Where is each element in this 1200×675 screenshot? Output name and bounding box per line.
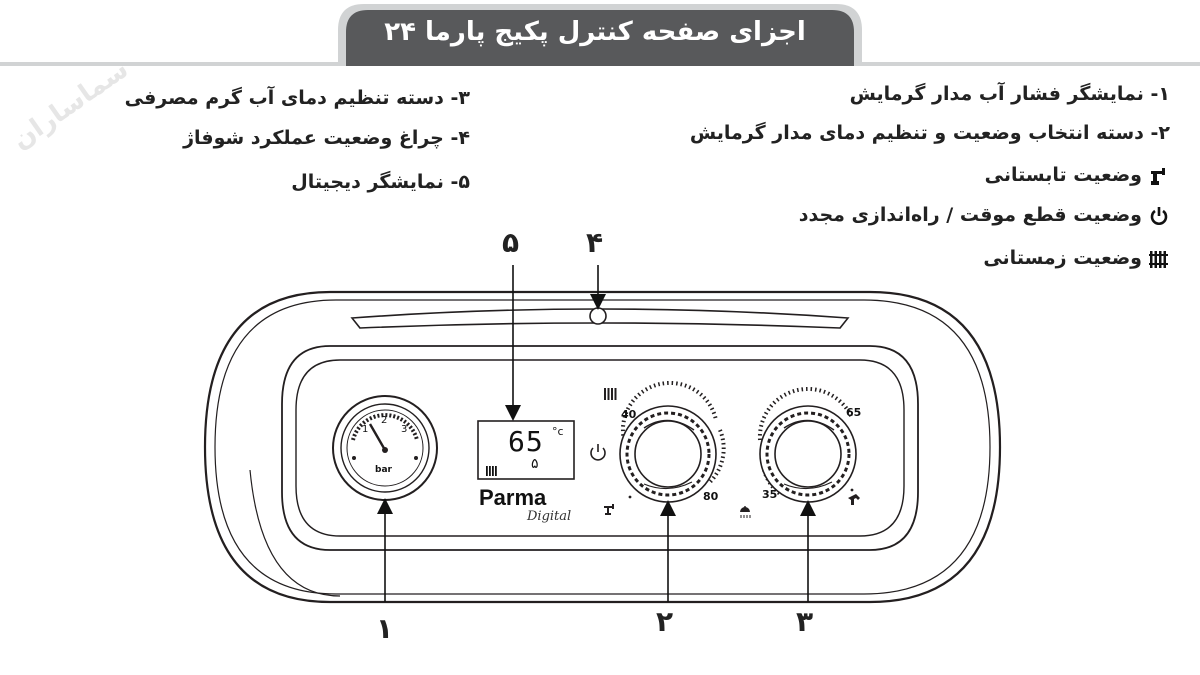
gauge-tick-2: 2	[381, 415, 387, 426]
legend-item-summer-mode: وضعیت تابستانی	[985, 163, 1170, 187]
heating-knob-min: 40	[621, 408, 637, 421]
status-lamp	[589, 307, 607, 325]
dhw-knob: 65 35	[757, 386, 861, 503]
display-unit: °c	[552, 425, 564, 438]
legend-item-status-lamp: ۴- چراغ وضعیت عملکرد شوفاژ	[183, 127, 470, 149]
panel-dot	[628, 495, 632, 499]
gauge-needle	[368, 423, 387, 451]
legend-item-digital-display: ۵- نمایشگر دیجیتال	[291, 171, 470, 193]
gauge-tick-3: 3	[401, 424, 407, 435]
callout-number-2: ۲	[656, 605, 674, 638]
panel-shower-icon	[740, 506, 751, 518]
gauge-tick-1: 1	[362, 424, 368, 435]
heating-knob: 40 80	[619, 380, 726, 503]
faucet-icon	[1148, 165, 1170, 187]
panel-outer-shell-inner	[214, 299, 991, 595]
panel-faucet-icon	[604, 504, 614, 515]
page-title: اجزای صفحه کنترل پکیج پارما ۲۴	[384, 17, 806, 47]
pressure-gauge: 1 2 3 bar	[332, 395, 438, 501]
legend-item-pressure-gauge: ۱- نمایشگر فشار آب مدار گرمایش	[849, 83, 1170, 105]
panel-tap-icon	[848, 494, 860, 505]
panel-outer-shell	[203, 290, 1002, 604]
callout-number-1: ۱	[376, 612, 394, 645]
callout-number-5: ۵	[502, 226, 520, 259]
display-sub: ۵	[531, 456, 539, 472]
legend-item-standby-mode: وضعیت قطع موقت / راه‌اندازی مجدد	[799, 203, 1170, 227]
panel-power-icon	[590, 444, 606, 461]
lcd-radiator-icon	[486, 466, 497, 476]
legend-item-winter-mode: وضعیت زمستانی	[983, 246, 1170, 270]
panel-face-inner	[295, 359, 905, 537]
gauge-unit: bar	[375, 465, 393, 475]
digital-display	[477, 420, 575, 480]
radiator-icon	[1148, 248, 1170, 270]
dhw-knob-max: 65	[846, 406, 861, 419]
heating-knob-max: 80	[703, 490, 719, 503]
brand-name: Parma	[479, 485, 547, 510]
brand-sub: Digital	[527, 509, 572, 524]
callout-number-3: ۳	[796, 605, 814, 638]
panel-face-lower	[249, 469, 341, 597]
panel-radiator-icon	[604, 388, 617, 400]
dhw-knob-min: 35	[762, 488, 777, 501]
panel-dot-right	[850, 488, 854, 492]
panel-face-outer	[281, 345, 919, 551]
watermark-logo: سماساران	[7, 54, 134, 156]
legend-item-heating-knob: ۲- دسته انتخاب وضعیت و تنظیم دمای مدار گ…	[689, 122, 1170, 144]
power-icon	[1148, 205, 1170, 227]
display-value: 65	[508, 425, 544, 458]
callout-number-4: ۴	[586, 226, 604, 259]
title-banner	[0, 4, 1200, 66]
legend-item-dhw-knob: ۳- دسته تنظیم دمای آب گرم مصرفی	[124, 87, 470, 109]
